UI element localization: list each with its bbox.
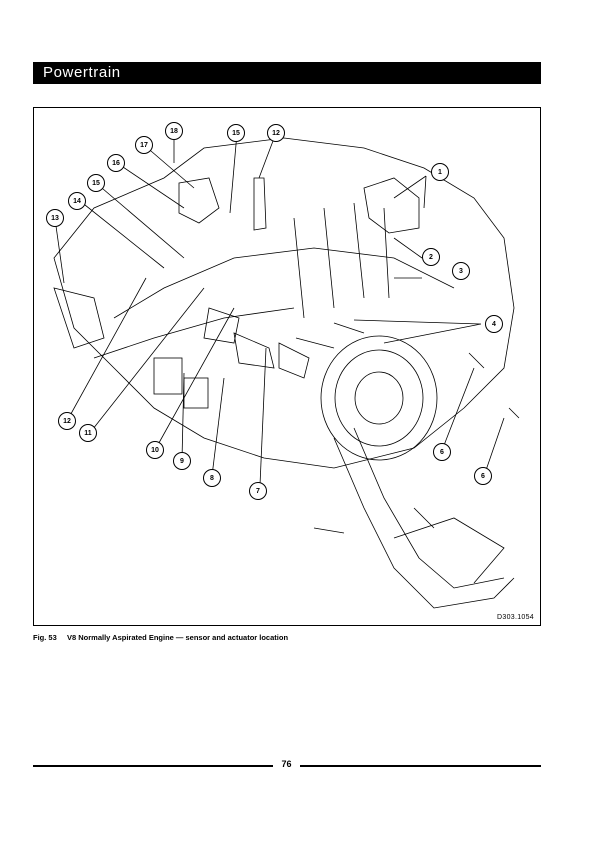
figure-caption: Fig. 53 V8 Normally Aspirated Engine — se… — [33, 633, 288, 642]
callout-4: 4 — [485, 315, 503, 333]
section-header-bar: Powertrain — [33, 62, 541, 84]
callout-9: 9 — [173, 452, 191, 470]
callout-12a: 12 — [58, 412, 76, 430]
callout-18: 18 — [165, 122, 183, 140]
callout-6b: 6 — [474, 467, 492, 485]
callout-14: 14 — [68, 192, 86, 210]
callout-7: 7 — [249, 482, 267, 500]
figure-id: D303.1054 — [497, 614, 534, 621]
callout-15b: 15 — [227, 124, 245, 142]
callout-12b: 12 — [267, 124, 285, 142]
engine-line-drawing — [53, 131, 520, 609]
callout-16: 16 — [107, 154, 125, 172]
callout-15a: 15 — [87, 174, 105, 192]
caption-figure-number: Fig. 53 — [33, 633, 57, 642]
callout-8: 8 — [203, 469, 221, 487]
callout-6a: 6 — [433, 443, 451, 461]
footer-rule-right — [300, 765, 541, 767]
callout-13: 13 — [46, 209, 64, 227]
caption-text: V8 Normally Aspirated Engine — sensor an… — [67, 633, 289, 642]
callout-17: 17 — [135, 136, 153, 154]
footer-rule-left — [33, 765, 273, 767]
engine-illustration: 1 2 3 4 6 6 7 8 9 10 11 12 12 13 14 15 1… — [33, 107, 541, 626]
callout-10: 10 — [146, 441, 164, 459]
callout-1: 1 — [431, 163, 449, 181]
callout-3: 3 — [452, 262, 470, 280]
callout-2: 2 — [422, 248, 440, 266]
page-number: 76 — [281, 759, 292, 769]
callout-11: 11 — [79, 424, 97, 442]
section-title: Powertrain — [43, 64, 121, 81]
